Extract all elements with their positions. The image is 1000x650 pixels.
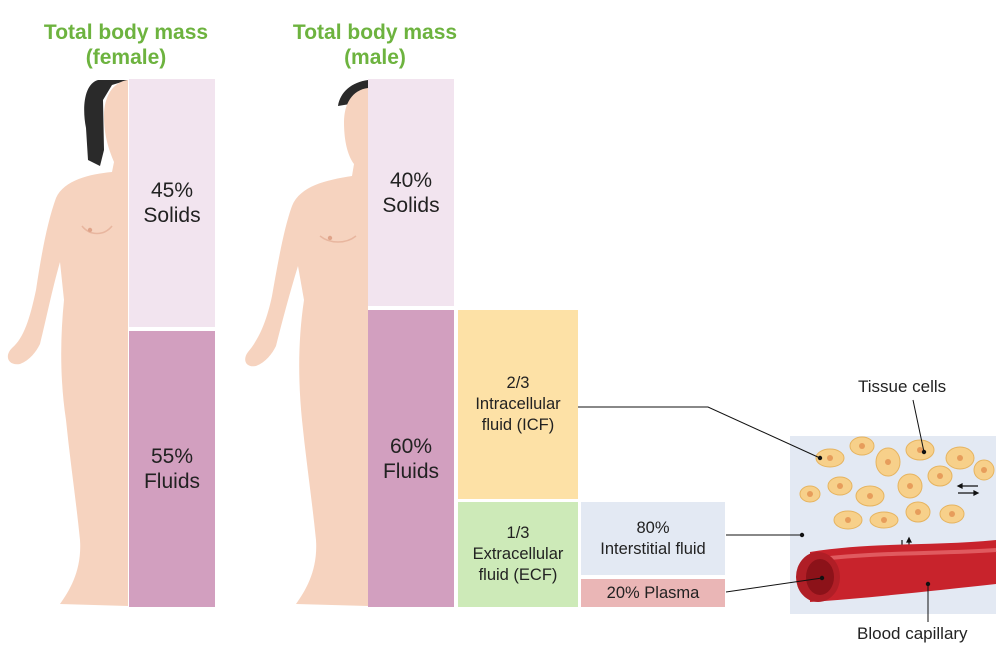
ecf-line1: Extracellular [472,545,564,563]
tissue-cells-illustration [799,436,995,530]
female-body-illustration [7,80,128,606]
male-heading: Total body mass (male) [255,20,495,70]
male-body-illustration [245,80,368,606]
male-fluids-pct: 60% [389,434,433,458]
female-heading: Total body mass (female) [6,20,246,70]
icf-block: 2/3 Intracellular fluid (ICF) [458,310,578,499]
male-heading-line2: (male) [344,46,406,69]
blood-capillary-illustration [796,540,997,602]
male-fluids-block: 60% Fluids [368,310,454,607]
blood-capillary-label: Blood capillary [857,624,968,643]
female-fluids-label: Fluids [143,470,201,493]
interstitial-pct: 80% [636,518,670,537]
male-solids-pct: 40% [389,168,433,192]
ecf-line2: fluid (ECF) [478,566,558,584]
interstitial-label: Interstitial fluid [600,539,706,558]
male-fluids-label: Fluids [382,459,440,483]
icf-line1: Intracellular [475,395,561,413]
plasma-block: 20% Plasma [581,579,725,607]
female-solids-pct: 45% [150,179,194,202]
female-heading-line2: (female) [85,46,167,69]
male-solids-block: 40% Solids [368,79,454,306]
ecf-fraction: 1/3 [506,524,530,542]
female-solids-block: 45% Solids [129,79,215,327]
tissue-cells-label: Tissue cells [858,377,947,396]
plasma-label: 20% Plasma [606,583,700,602]
female-solids-label: Solids [143,204,201,227]
connector-lines [578,399,931,622]
female-fluids-pct: 55% [150,445,194,468]
female-heading-line1: Total body mass [43,21,209,44]
icf-fraction: 2/3 [506,374,530,392]
male-heading-line1: Total body mass [292,21,458,44]
icf-line2: fluid (ICF) [481,416,555,434]
ecf-block: 1/3 Extracellular fluid (ECF) [458,502,578,607]
female-fluids-block: 55% Fluids [129,331,215,607]
male-solids-label: Solids [382,193,440,217]
interstitial-block: 80% Interstitial fluid [581,502,725,575]
